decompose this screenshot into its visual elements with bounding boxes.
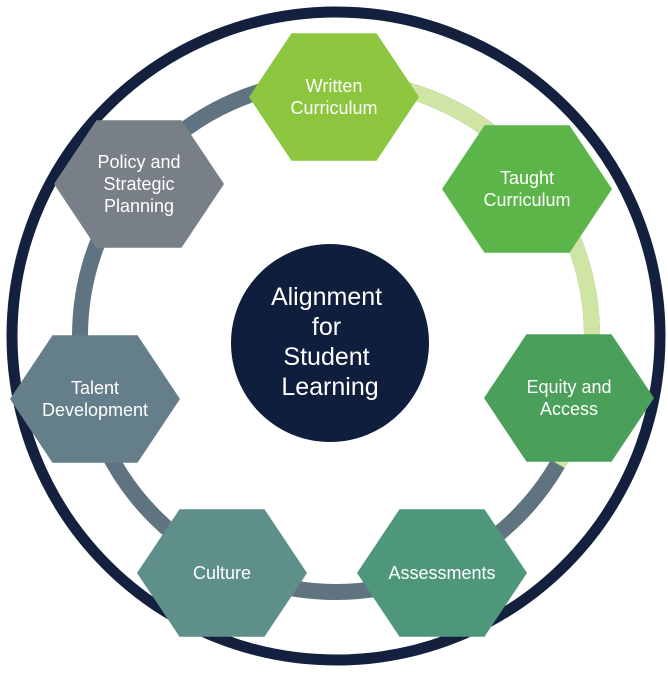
center-label-line: Learning	[281, 373, 378, 401]
node-label-line: Curriculum	[290, 98, 377, 118]
node-label-line: Curriculum	[483, 190, 570, 210]
center-label-line: Student	[283, 343, 369, 371]
node-label-line: Equity and	[526, 377, 611, 397]
node-label-line: Strategic	[103, 174, 174, 194]
node-label: Assessments	[388, 563, 495, 583]
center-node: Alignment for Student Learning	[231, 244, 429, 442]
node-label-line: Culture	[193, 563, 251, 583]
node-hexagon	[137, 509, 307, 637]
node-label-line: Taught	[500, 168, 554, 188]
node-label-line: Talent	[71, 378, 119, 398]
node-hexagon	[484, 334, 654, 462]
node-label-line: Planning	[104, 196, 174, 216]
center-label: Alignment for Student Learning	[271, 283, 389, 401]
node-hexagon	[357, 509, 527, 637]
center-circle	[231, 244, 429, 442]
node-label-line: Development	[42, 400, 148, 420]
node-label-line: Written	[306, 76, 363, 96]
node-hexagon	[54, 120, 224, 248]
node-label-line: Access	[540, 399, 598, 419]
center-label-line: for	[312, 313, 341, 341]
center-label-line: Alignment	[271, 283, 382, 311]
node-hexagon	[10, 335, 180, 463]
node-label-line: Assessments	[388, 563, 495, 583]
node-culture: Culture	[137, 509, 307, 637]
node-label-line: Policy and	[97, 152, 180, 172]
node-hexagon	[442, 125, 612, 253]
node-assessments: Assessments	[357, 509, 527, 637]
node-hexagon	[249, 33, 419, 161]
node-label: Culture	[193, 563, 251, 583]
